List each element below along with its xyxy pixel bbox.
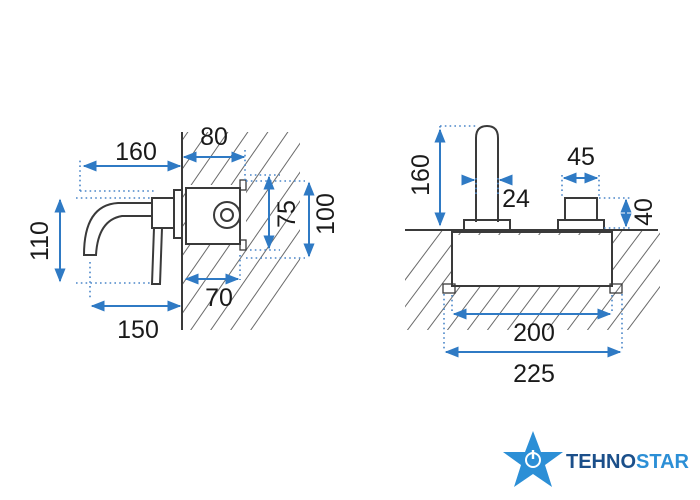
spout-base: [463, 219, 511, 231]
valve-outer: [213, 201, 241, 229]
lever-handle: [150, 227, 163, 285]
handle-base: [557, 219, 605, 231]
front-extension-lines: [439, 125, 630, 350]
box-foot-left: [442, 283, 456, 294]
side-view: 160 80 110 75 100 70 150: [26, 123, 340, 344]
tehnostar-logo: TEHNOSTAR: [503, 431, 690, 487]
wall-plate: [173, 189, 183, 239]
box-tab-top: [239, 179, 247, 191]
logo-text-star: STAR: [636, 451, 690, 473]
dim-label-80: 80: [200, 123, 228, 151]
dim-label-200: 200: [513, 319, 555, 347]
handle-front: [564, 197, 598, 221]
star-power-icon: [503, 431, 563, 487]
side-extension-lines: [76, 150, 305, 300]
body-cap: [151, 197, 175, 229]
dim-label-40: 40: [630, 198, 658, 226]
dim-label-150: 150: [117, 316, 159, 344]
dim-label-100: 100: [312, 193, 340, 235]
dim-label-45: 45: [567, 143, 595, 171]
dim-label-160: 160: [115, 138, 157, 166]
front-view: 160 24 45 40 200 225: [405, 124, 660, 388]
dim-label-110: 110: [26, 221, 54, 261]
valve-inner: [220, 208, 234, 222]
dim-label-75: 75: [273, 200, 301, 228]
box-clear-front: [452, 235, 612, 285]
box-tab-bottom: [239, 239, 247, 251]
box-front: [451, 231, 613, 287]
box-clear-area: [186, 185, 246, 245]
dim-label-225: 225: [513, 360, 555, 388]
spout-outline: [82, 202, 152, 256]
dim-label-70: 70: [205, 284, 233, 312]
logo-text-tehno: TEHNO: [566, 451, 636, 473]
dim-label-front-160: 160: [407, 154, 435, 196]
dim-label-24: 24: [502, 185, 530, 213]
spout-front: [475, 124, 499, 222]
svg-text:TEHNOSTAR: TEHNOSTAR: [566, 451, 690, 473]
box-foot-right: [609, 283, 623, 294]
